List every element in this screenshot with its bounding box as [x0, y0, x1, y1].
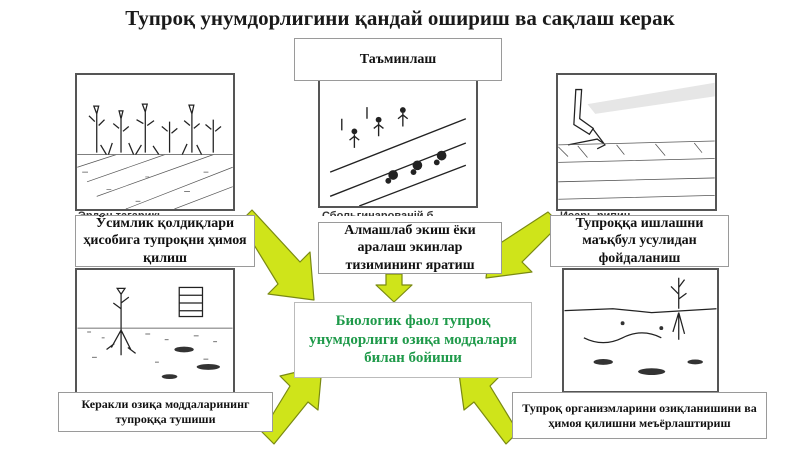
- panel-tillage-illustration: [556, 73, 717, 211]
- panel-nutrient-input-illustration: [75, 268, 235, 398]
- arrow-top-center: [375, 273, 413, 303]
- panel-caption-center: Сбольгинарованій б: [322, 210, 434, 216]
- panel-caption-right: Исарь рипин: [560, 210, 631, 216]
- box-crop-residue-protection: Ўсимлик қолдиқлари ҳисобига тупроқни ҳим…: [75, 215, 255, 267]
- box-soil-organisms: Тупроқ организмларини озиқланишини ва ҳи…: [512, 392, 767, 439]
- diagram-title: Тупроқ унумдорлигини қандай ошириш ва са…: [125, 6, 675, 30]
- box-provide: Таъминлаш: [294, 38, 502, 81]
- panel-soil-organisms-illustration: [562, 268, 719, 393]
- panel-crop-residue-illustration: [75, 73, 235, 211]
- box-crop-rotation: Алмашлаб экиш ёки аралаш экинлар тизимин…: [318, 222, 502, 274]
- box-nutrient-input: Керакли озиқа моддаларининг тупроққа туш…: [58, 392, 273, 432]
- box-biologically-active-soil: Биологик фаол тупроқ унумдорлиги озиқа м…: [294, 302, 532, 378]
- box-tillage-method: Тупроққа ишлашни маъқбул усулидан фойдал…: [550, 215, 729, 267]
- panel-crop-rotation-illustration: [318, 78, 478, 208]
- panel-caption-left: Эрдон тағарикь ...: [78, 210, 176, 216]
